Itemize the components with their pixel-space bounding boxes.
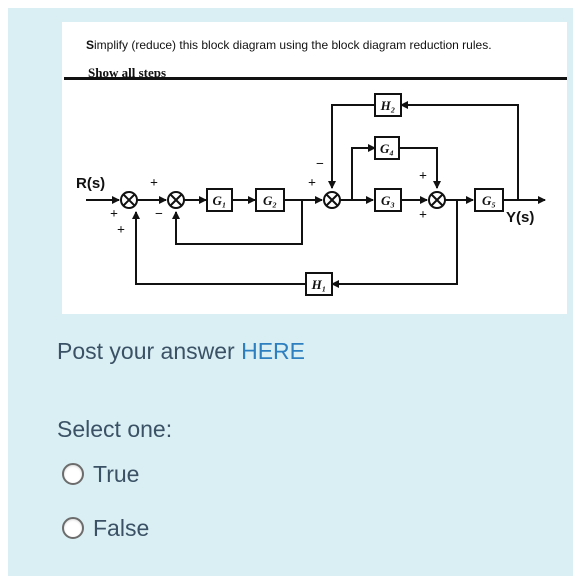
option-true[interactable]: True	[62, 459, 139, 489]
sign-plus: +	[150, 176, 158, 191]
post-answer-link[interactable]: HERE	[241, 338, 305, 364]
block-g5-label: G₅	[482, 193, 496, 208]
summing-junction-2	[167, 191, 185, 209]
option-true-label[interactable]: True	[93, 460, 140, 487]
sign-plus: +	[308, 176, 316, 191]
question-text-initial: S	[86, 38, 95, 52]
question-text: Simplify (reduce) this block diagram usi…	[86, 38, 492, 52]
block-g4	[374, 136, 400, 160]
block-g2-label: G₂	[263, 193, 277, 208]
block-g1	[206, 188, 233, 212]
block-g2	[255, 188, 285, 212]
post-answer-text: Post your answer HERE	[57, 338, 305, 365]
block-h2	[374, 93, 402, 117]
radio-false[interactable]	[62, 517, 84, 539]
sign-plus: +	[110, 207, 118, 222]
block-g3	[374, 188, 402, 212]
sign-minus: −	[155, 207, 163, 222]
select-prompt: Select one:	[57, 416, 173, 442]
input-label: R(s)	[76, 175, 105, 192]
option-false[interactable]: False	[62, 513, 149, 543]
sign-plus: +	[117, 223, 125, 238]
divider-rule	[64, 77, 567, 80]
block-g5	[474, 188, 504, 212]
question-card: Simplify (reduce) this block diagram usi…	[62, 22, 567, 314]
sign-plus: +	[419, 208, 427, 223]
steps-instruction: Show all steps	[88, 65, 167, 80]
block-g4-label: G₄	[380, 141, 394, 156]
sign-minus: −	[316, 157, 324, 172]
post-answer-prompt: Post your answer	[57, 338, 242, 364]
summing-junction-3	[323, 191, 341, 209]
summing-junction-4	[428, 191, 446, 209]
block-g3-label: G₃	[381, 193, 395, 208]
radio-true[interactable]	[62, 463, 84, 485]
output-label: Y(s)	[506, 209, 534, 226]
sign-plus: +	[419, 169, 427, 184]
block-diagram: G₁ G₂ G₃ G₄ G₅ H₁ H₂ R(s) Y(s) + + + − +…	[76, 93, 546, 296]
question-text-body: implify (reduce) this block diagram usin…	[94, 38, 492, 52]
option-false-label[interactable]: False	[93, 514, 150, 541]
block-h2-label: H₂	[380, 98, 396, 113]
block-g1-label: G₁	[213, 193, 227, 208]
summing-junction-1	[120, 191, 138, 209]
block-h1-label: H₁	[311, 277, 327, 292]
block-h1	[305, 272, 333, 296]
